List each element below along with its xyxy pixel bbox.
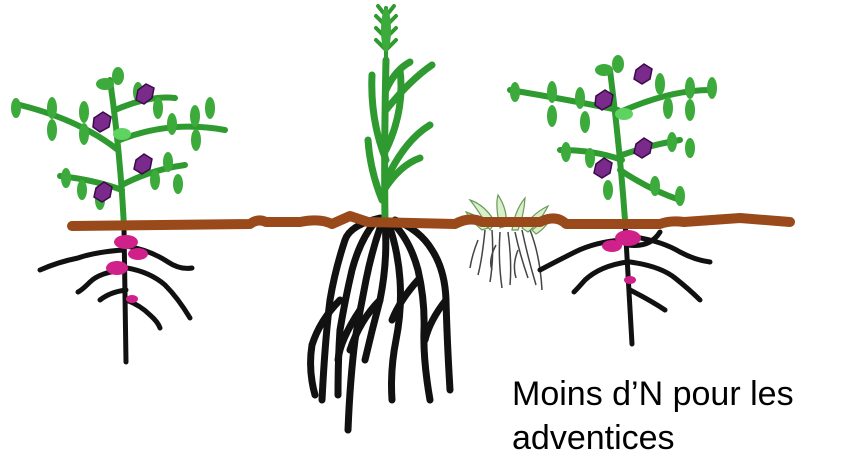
- weed-seedling: [466, 195, 552, 290]
- left-legume-roots: [40, 228, 192, 362]
- weed-roots: [470, 230, 542, 290]
- cereal-roots: [311, 218, 450, 430]
- caption-text: Moins d’N pour les adventices: [512, 372, 837, 460]
- cereal-ear: [376, 6, 396, 60]
- weed-leaves: [466, 195, 552, 234]
- caption-line-1: Moins d’N pour les: [512, 372, 837, 416]
- cereal-stem-leaves: [368, 60, 432, 220]
- caption-line-2: adventices: [512, 416, 837, 460]
- right-legume-plant: [510, 55, 717, 344]
- soil-surface-line: [72, 216, 790, 226]
- right-legume-nodules: [602, 230, 641, 284]
- left-legume-plant: [11, 67, 225, 362]
